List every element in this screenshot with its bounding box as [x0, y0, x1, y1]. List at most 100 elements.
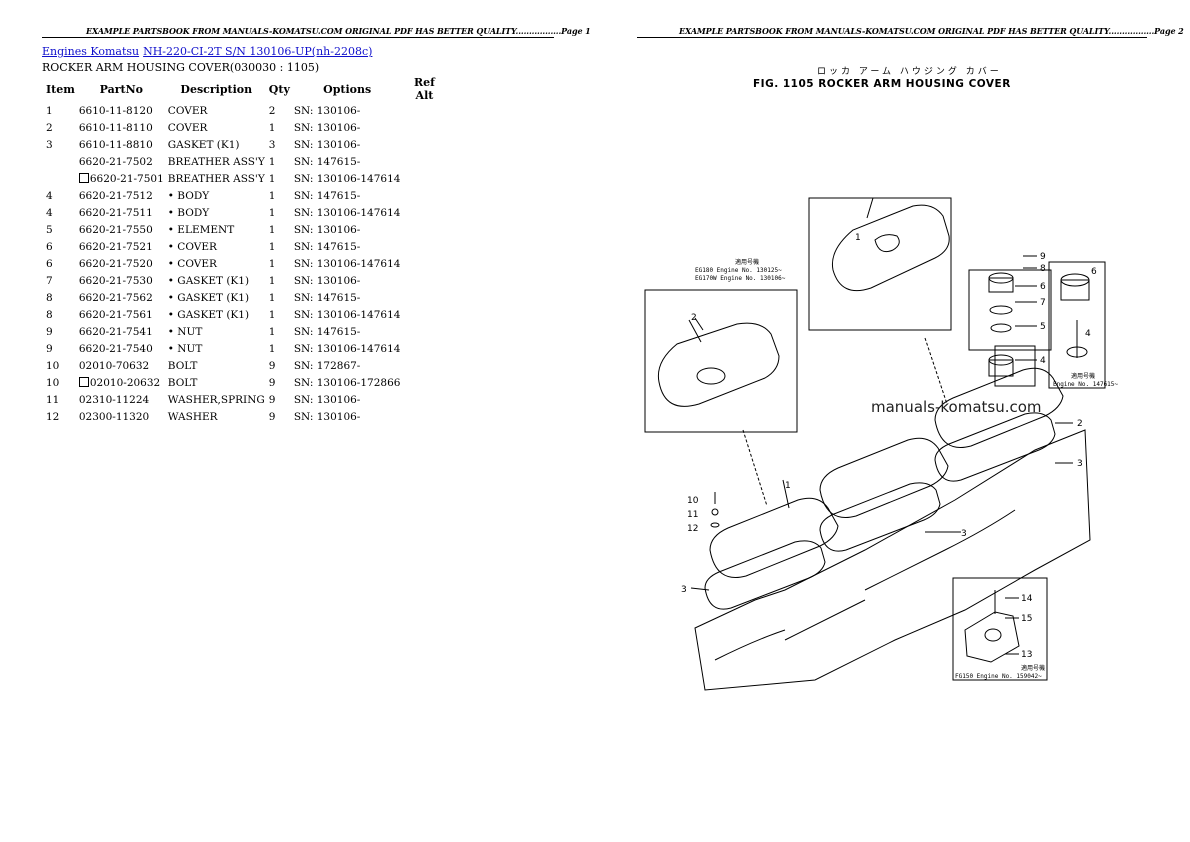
cell-item: 2 [44, 119, 77, 136]
cover-part-1 [709, 497, 839, 578]
cell-qty: 1 [267, 323, 292, 340]
cell-ref-alt [402, 323, 446, 340]
cell-item-text: 9 [46, 342, 53, 355]
cell-options-text: SN: 147615- [293, 189, 361, 202]
cell-qty-text: 1 [268, 223, 276, 236]
cell-options-text: SN: 172867- [293, 359, 361, 372]
parts-table: Item PartNo Description Qty Options Ref … [44, 76, 446, 425]
breadcrumb-link-model[interactable]: NH-220-CI-2T S/N 130106-UP(nh-2208c) [143, 45, 373, 58]
checkbox-icon [78, 172, 89, 183]
cell-description: • GASKET (K1) [166, 289, 267, 306]
col-header-ref-alt: Ref Alt [414, 76, 435, 102]
cell-partno-text: 6620-21-7541 [78, 325, 153, 338]
cell-item-text: 3 [46, 138, 53, 151]
cell-description-text: BOLT [167, 359, 198, 372]
cell-options-text: SN: 130106-147614 [293, 172, 401, 185]
cell-partno-text: 02310-11224 [78, 393, 150, 406]
cell-qty-text: 1 [268, 206, 276, 219]
cell-qty: 1 [267, 119, 292, 136]
cell-item-text: 8 [46, 291, 53, 304]
cell-options: SN: 147615- [292, 238, 403, 255]
cell-partno-text: 6620-21-7562 [78, 291, 153, 304]
cell-qty: 1 [267, 289, 292, 306]
callout-3b: 3 [961, 529, 967, 539]
cell-partno-text: 6620-21-7501 [89, 172, 164, 185]
cell-description-text: WASHER,SPRING [167, 393, 265, 406]
cell-item: 5 [44, 221, 77, 238]
header-divider [42, 37, 554, 38]
cell-options-text: SN: 130106- [293, 121, 361, 134]
cell-description: COVER [166, 119, 267, 136]
note-applicable-2: Engine No. 147615~ [1053, 381, 1118, 388]
callout-2: 2 [691, 313, 697, 323]
cell-options: SN: 130106- [292, 272, 403, 289]
cell-partno: 6620-21-7501 [77, 170, 166, 187]
cell-item: 12 [44, 408, 77, 425]
callout-14: 14 [1021, 594, 1033, 604]
cell-description: WASHER,SPRING [166, 391, 267, 408]
cell-partno: 6620-21-7511 [77, 204, 166, 221]
cell-qty: 1 [267, 272, 292, 289]
cell-partno: 6620-21-7521 [77, 238, 166, 255]
cell-partno: 6620-21-7550 [77, 221, 166, 238]
cell-options-text: SN: 147615- [293, 155, 361, 168]
diagram-page: EXAMPLE PARTSBOOK FROM MANUALS-KOMATSU.C… [595, 0, 1190, 842]
callout-7: 7 [1040, 298, 1046, 308]
cell-item-text: 1 [46, 104, 53, 117]
cell-options: SN: 130106- [292, 391, 403, 408]
cell-description: • GASKET (K1) [166, 272, 267, 289]
cell-qty: 1 [267, 255, 292, 272]
cell-partno: 02300-11320 [77, 408, 166, 425]
cell-item-text: 10 [46, 359, 60, 372]
cell-item-text: 4 [46, 189, 53, 202]
cell-options-text: SN: 130106-147614 [293, 342, 401, 355]
cell-description-text: • COVER [167, 240, 217, 253]
col-header-item: Item [46, 82, 75, 96]
cell-qty-text: 1 [268, 342, 276, 355]
cell-options-text: SN: 130106- [293, 393, 361, 406]
cell-description: BOLT [166, 374, 267, 391]
cell-partno: 02010-20632 [77, 374, 166, 391]
cell-description-text: • NUT [167, 325, 203, 338]
cell-qty: 1 [267, 238, 292, 255]
cell-ref-alt [402, 187, 446, 204]
cell-options: SN: 130106-147614 [292, 255, 403, 272]
cell-item: 6 [44, 255, 77, 272]
cell-partno-text: 6620-21-7512 [78, 189, 153, 202]
cell-item-text: 6 [46, 257, 53, 270]
callout-1b: 1 [785, 481, 791, 491]
cell-options: SN: 130106- [292, 221, 403, 238]
cell-partno-text: 6610-11-8110 [78, 121, 153, 134]
cell-ref-alt [402, 391, 446, 408]
cell-options-text: SN: 130106- [293, 104, 361, 117]
cell-options: SN: 130106-147614 [292, 306, 403, 323]
breadcrumb-link-engines[interactable]: Engines Komatsu [42, 45, 140, 58]
cell-qty: 1 [267, 153, 292, 170]
cell-ref-alt [402, 374, 446, 391]
table-header-row: Item PartNo Description Qty Options Ref … [44, 76, 446, 102]
cell-qty-text: 1 [268, 291, 276, 304]
cell-ref-alt [402, 119, 446, 136]
cell-qty-text: 1 [268, 121, 276, 134]
cell-qty: 1 [267, 204, 292, 221]
cell-item: 4 [44, 187, 77, 204]
cell-description-text: COVER [167, 104, 208, 117]
cell-ref-alt [402, 238, 446, 255]
cell-description: • NUT [166, 323, 267, 340]
cell-description-text: BREATHER ASS'Y [167, 172, 265, 185]
cell-options: SN: 130106-147614 [292, 204, 403, 221]
cell-description-text: • GASKET (K1) [167, 274, 250, 287]
cell-qty-text: 1 [268, 189, 276, 202]
cell-item [44, 170, 77, 187]
note-applicable-2-jp: 適用号機 [1071, 372, 1095, 380]
cell-qty-text: 9 [268, 359, 276, 372]
cell-description-text: COVER [167, 121, 208, 134]
cell-ref-alt [402, 204, 446, 221]
